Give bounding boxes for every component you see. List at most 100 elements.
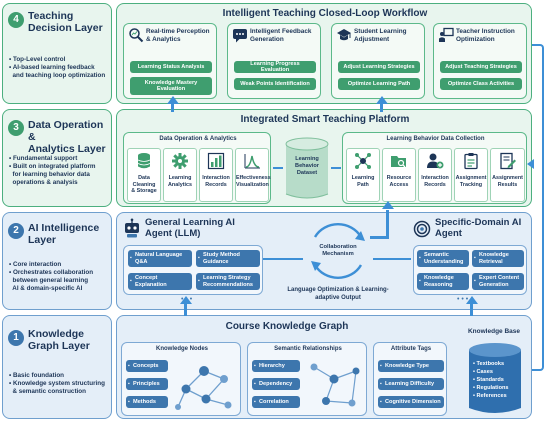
layer-4-title: Teaching Decision Layer [28,10,103,34]
step-item: Weak Points Identification [234,78,316,90]
dataset-cylinder-icon [285,137,329,199]
database-icon [137,153,151,169]
layer-1-title: Knowledge Graph Layer [28,328,90,352]
graduation-cap-icon [337,29,351,41]
feedback-loop-arrowhead [527,159,534,169]
layer-3-number: 3 [8,120,24,136]
chat-bubble-icon [233,29,247,43]
attribute-title: Attribute Tags [390,346,432,352]
step-item: Knowledge Mastery Evaluation [130,77,212,95]
arrow-ai-to-platform-shaft [386,210,389,238]
step-item: Optimize Class Activities [440,78,522,90]
arrow-kg-to-general-head [179,296,192,304]
semantic-panel: Semantic Relationships Hierarchy Depende… [247,342,367,416]
step-title: Real-time Perception& Analytics [146,28,210,43]
node-item: Concepts [126,360,168,372]
ai-panel: General Learning AI Agent (LLM) Natural … [116,212,532,310]
arrow-general-to-collab [263,258,303,260]
user-add-icon [427,153,444,169]
node-item: Methods [126,396,168,408]
semantic-item: Dependency [252,378,300,390]
arrow-platform-to-workflow-shaft-a [171,100,174,112]
arrow-kg-to-general-shaft [184,302,187,316]
document-edit-icon [499,152,516,170]
clipboard-icon [464,153,478,170]
layer-2-title: AI Intelligence Layer [28,222,100,246]
feedback-loop-line [532,44,544,371]
ops-panel: Data Operation & Analytics Data Cleaning… [123,132,271,204]
layer-3-bullets: • Fundamental support • Built on integra… [9,155,96,186]
magnifier-chart-icon [129,28,144,43]
gear-icon [172,153,188,169]
layer-3-card: 3 Data Operation & Analytics Layer • Fun… [2,109,112,207]
kg-panel: Course Knowledge Graph Knowledge Nodes C… [116,315,532,419]
platform-title: Integrated Smart Teaching Platform [240,114,410,125]
dataset-label: Learning Behavior Dataset [295,156,319,176]
collect-panel: Learning Behavior Data Collection Learni… [342,132,527,204]
arrow-kg-to-specific-shaft [470,302,473,316]
layer-1-number: 1 [8,330,24,346]
cycle-arrows-icon [311,222,365,280]
general-ai-title: General Learning AI Agent (LLM) [145,217,235,239]
ops-card-storage: Data Cleaning& Storage [127,148,161,202]
arrow-ai-to-platform-elbow [370,236,389,239]
bell-curve-icon [244,154,260,169]
semantic-title: Semantic Relationships [274,346,342,352]
arrow-ai-to-platform-head [381,201,394,209]
robot-icon [125,218,139,238]
general-item: Concept Explanation [128,273,192,290]
step-item: Learning Progress Evaluation [234,61,316,73]
nodes-title: Knowledge Nodes [155,346,208,352]
attribute-item: Knowledge Type [378,360,444,372]
layer-4-number: 4 [8,12,24,28]
layer-2-bullets: • Core interaction • Orchestrates collab… [9,261,94,292]
attribute-item: Learning Difficulty [378,378,444,390]
layer-2-number: 2 [8,223,24,239]
semantic-item: Correlation [252,396,300,408]
arrow-dataset-to-ops [273,167,283,169]
attribute-panel: Attribute Tags Knowledge Type Learning D… [373,342,447,416]
step-item: Optimize Learning Path [338,78,420,90]
layer-1-bullets: • Basic foundation • Knowledge system st… [9,372,105,395]
layer-3-title: Data Operation & Analytics Layer [28,119,106,155]
target-icon [413,220,431,238]
collect-title: Learning Behavior Data Collection [386,136,485,142]
output-label: Language Optimization & Learning- adapti… [287,287,389,301]
arrow-collab-to-specific [373,258,411,260]
network-nodes-icon [355,153,371,169]
attribute-item: Cognitive Dimension [378,396,444,408]
arrow-collect-to-dataset [331,167,341,169]
workflow-panel: Intelligent Teaching Closed-Loop Workflo… [116,3,532,104]
bar-chart-icon [207,152,225,170]
relationship-graph-graphic [310,363,360,407]
folder-search-icon [391,156,406,168]
arrow-platform-to-workflow-head-a [166,96,179,104]
kb-list: • Textbooks • Cases • Standards • Regula… [473,361,509,399]
arrow-kg-to-specific-head [465,296,478,304]
arrow-platform-to-workflow-shaft-b [380,100,383,112]
step-item: Learning Status Analysis [130,61,212,73]
node-item: Principles [126,378,168,390]
kb-title: Knowledge Base [467,328,520,335]
